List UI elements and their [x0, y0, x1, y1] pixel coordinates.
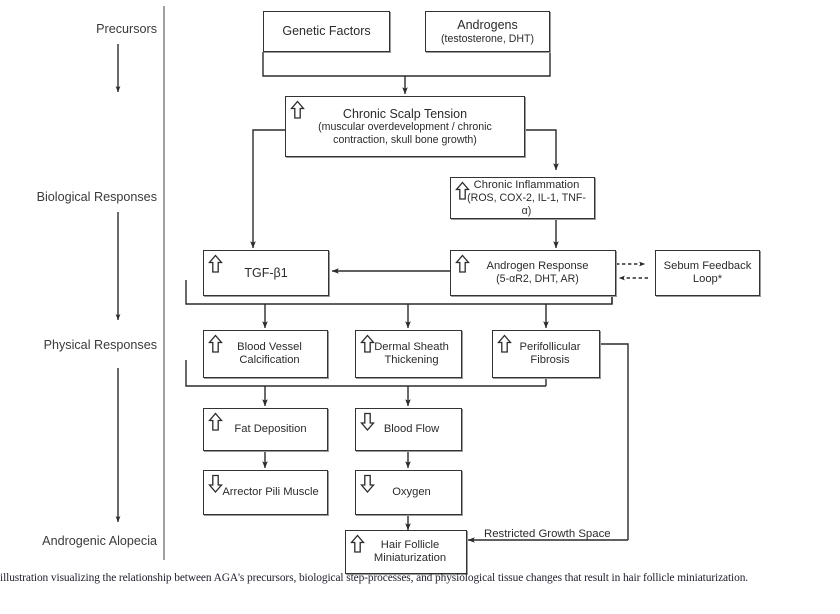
node-label: Androgen Response (5-αR2, DHT, AR): [486, 260, 589, 286]
node-sublabel: (5-αR2, DHT, AR): [496, 273, 579, 286]
stage-androgenic-alopecia: Androgenic Alopecia: [0, 534, 157, 548]
node-label: Oxygen: [392, 485, 431, 498]
node-label: Perifollicular Fibrosis: [519, 340, 581, 366]
node-hair-follicle-miniaturization[interactable]: Hair Follicle Miniaturization: [345, 530, 467, 574]
stage-precursors: Precursors: [0, 22, 157, 36]
increase-arrow-icon: [208, 334, 223, 353]
node-label: TGF-β1: [244, 265, 288, 280]
node-label: Androgens (testosterone, DHT): [440, 17, 535, 45]
node-label: Fat Deposition: [234, 422, 307, 435]
node-androgens[interactable]: Androgens (testosterone, DHT): [425, 11, 550, 52]
node-androgen-response[interactable]: Androgen Response (5-αR2, DHT, AR): [450, 250, 616, 296]
increase-arrow-icon: [455, 181, 470, 200]
increase-arrow-icon: [208, 254, 223, 273]
stage-physical-responses: Physical Responses: [0, 338, 157, 352]
node-label: Arrector Pili Muscle: [222, 485, 319, 498]
decrease-arrow-icon: [208, 474, 223, 493]
node-blood-vessel-calcification[interactable]: Blood Vessel Calcification: [203, 330, 328, 378]
node-genetic-factors[interactable]: Genetic Factors: [263, 11, 390, 52]
node-label: Dermal Sheath Thickening: [374, 340, 449, 366]
flowchart-canvas: Precursors Biological Responses Physical…: [0, 6, 760, 574]
node-label: Hair Follicle Miniaturization: [373, 538, 447, 564]
stage-label: Biological Responses: [36, 190, 157, 204]
decrease-arrow-icon: [360, 412, 375, 431]
node-sublabel: (testosterone, DHT): [440, 32, 535, 45]
node-label: Blood Flow: [383, 422, 440, 435]
node-oxygen[interactable]: Oxygen: [355, 470, 462, 515]
stage-label: Precursors: [96, 22, 157, 36]
node-perifollicular-fibrosis[interactable]: Perifollicular Fibrosis: [492, 330, 600, 378]
stage-label: Androgenic Alopecia: [42, 534, 157, 548]
node-tgf-beta1[interactable]: TGF-β1: [203, 250, 329, 296]
node-label: Blood Vessel Calcification: [237, 340, 302, 366]
edge-label-restricted-growth-space: Restricted Growth Space: [484, 528, 611, 540]
stage-label: Physical Responses: [43, 338, 157, 352]
increase-arrow-icon: [497, 334, 512, 353]
node-dermal-sheath-thickening[interactable]: Dermal Sheath Thickening: [355, 330, 462, 378]
increase-arrow-icon: [350, 534, 365, 553]
node-label: Genetic Factors: [282, 24, 371, 39]
node-sublabel: (ROS, COX-2, IL-1, TNF-α): [467, 192, 586, 217]
node-label: Sebum Feedback Loop*: [663, 259, 752, 285]
increase-arrow-icon: [208, 412, 223, 431]
increase-arrow-icon: [360, 334, 375, 353]
increase-arrow-icon: [290, 100, 305, 119]
node-sebum-feedback-loop[interactable]: Sebum Feedback Loop*: [655, 250, 760, 296]
node-label: Chronic Scalp Tension (muscular overdeve…: [286, 107, 524, 147]
node-fat-deposition[interactable]: Fat Deposition: [203, 408, 328, 451]
node-chronic-inflammation[interactable]: Chronic Inflammation (ROS, COX-2, IL-1, …: [450, 177, 595, 219]
figure-caption: illustration visualizing the relationshi…: [0, 572, 749, 584]
stage-biological-responses: Biological Responses: [0, 190, 157, 204]
decrease-arrow-icon: [360, 474, 375, 493]
increase-arrow-icon: [455, 254, 470, 273]
node-label: Chronic Inflammation (ROS, COX-2, IL-1, …: [451, 179, 594, 217]
node-sublabel: (muscular overdevelopment / chronic cont…: [318, 121, 492, 146]
flowchart-edges: [115, 6, 648, 560]
node-arrector-pili-muscle[interactable]: Arrector Pili Muscle: [203, 470, 328, 515]
node-chronic-scalp-tension[interactable]: Chronic Scalp Tension (muscular overdeve…: [285, 96, 525, 157]
node-blood-flow[interactable]: Blood Flow: [355, 408, 462, 451]
